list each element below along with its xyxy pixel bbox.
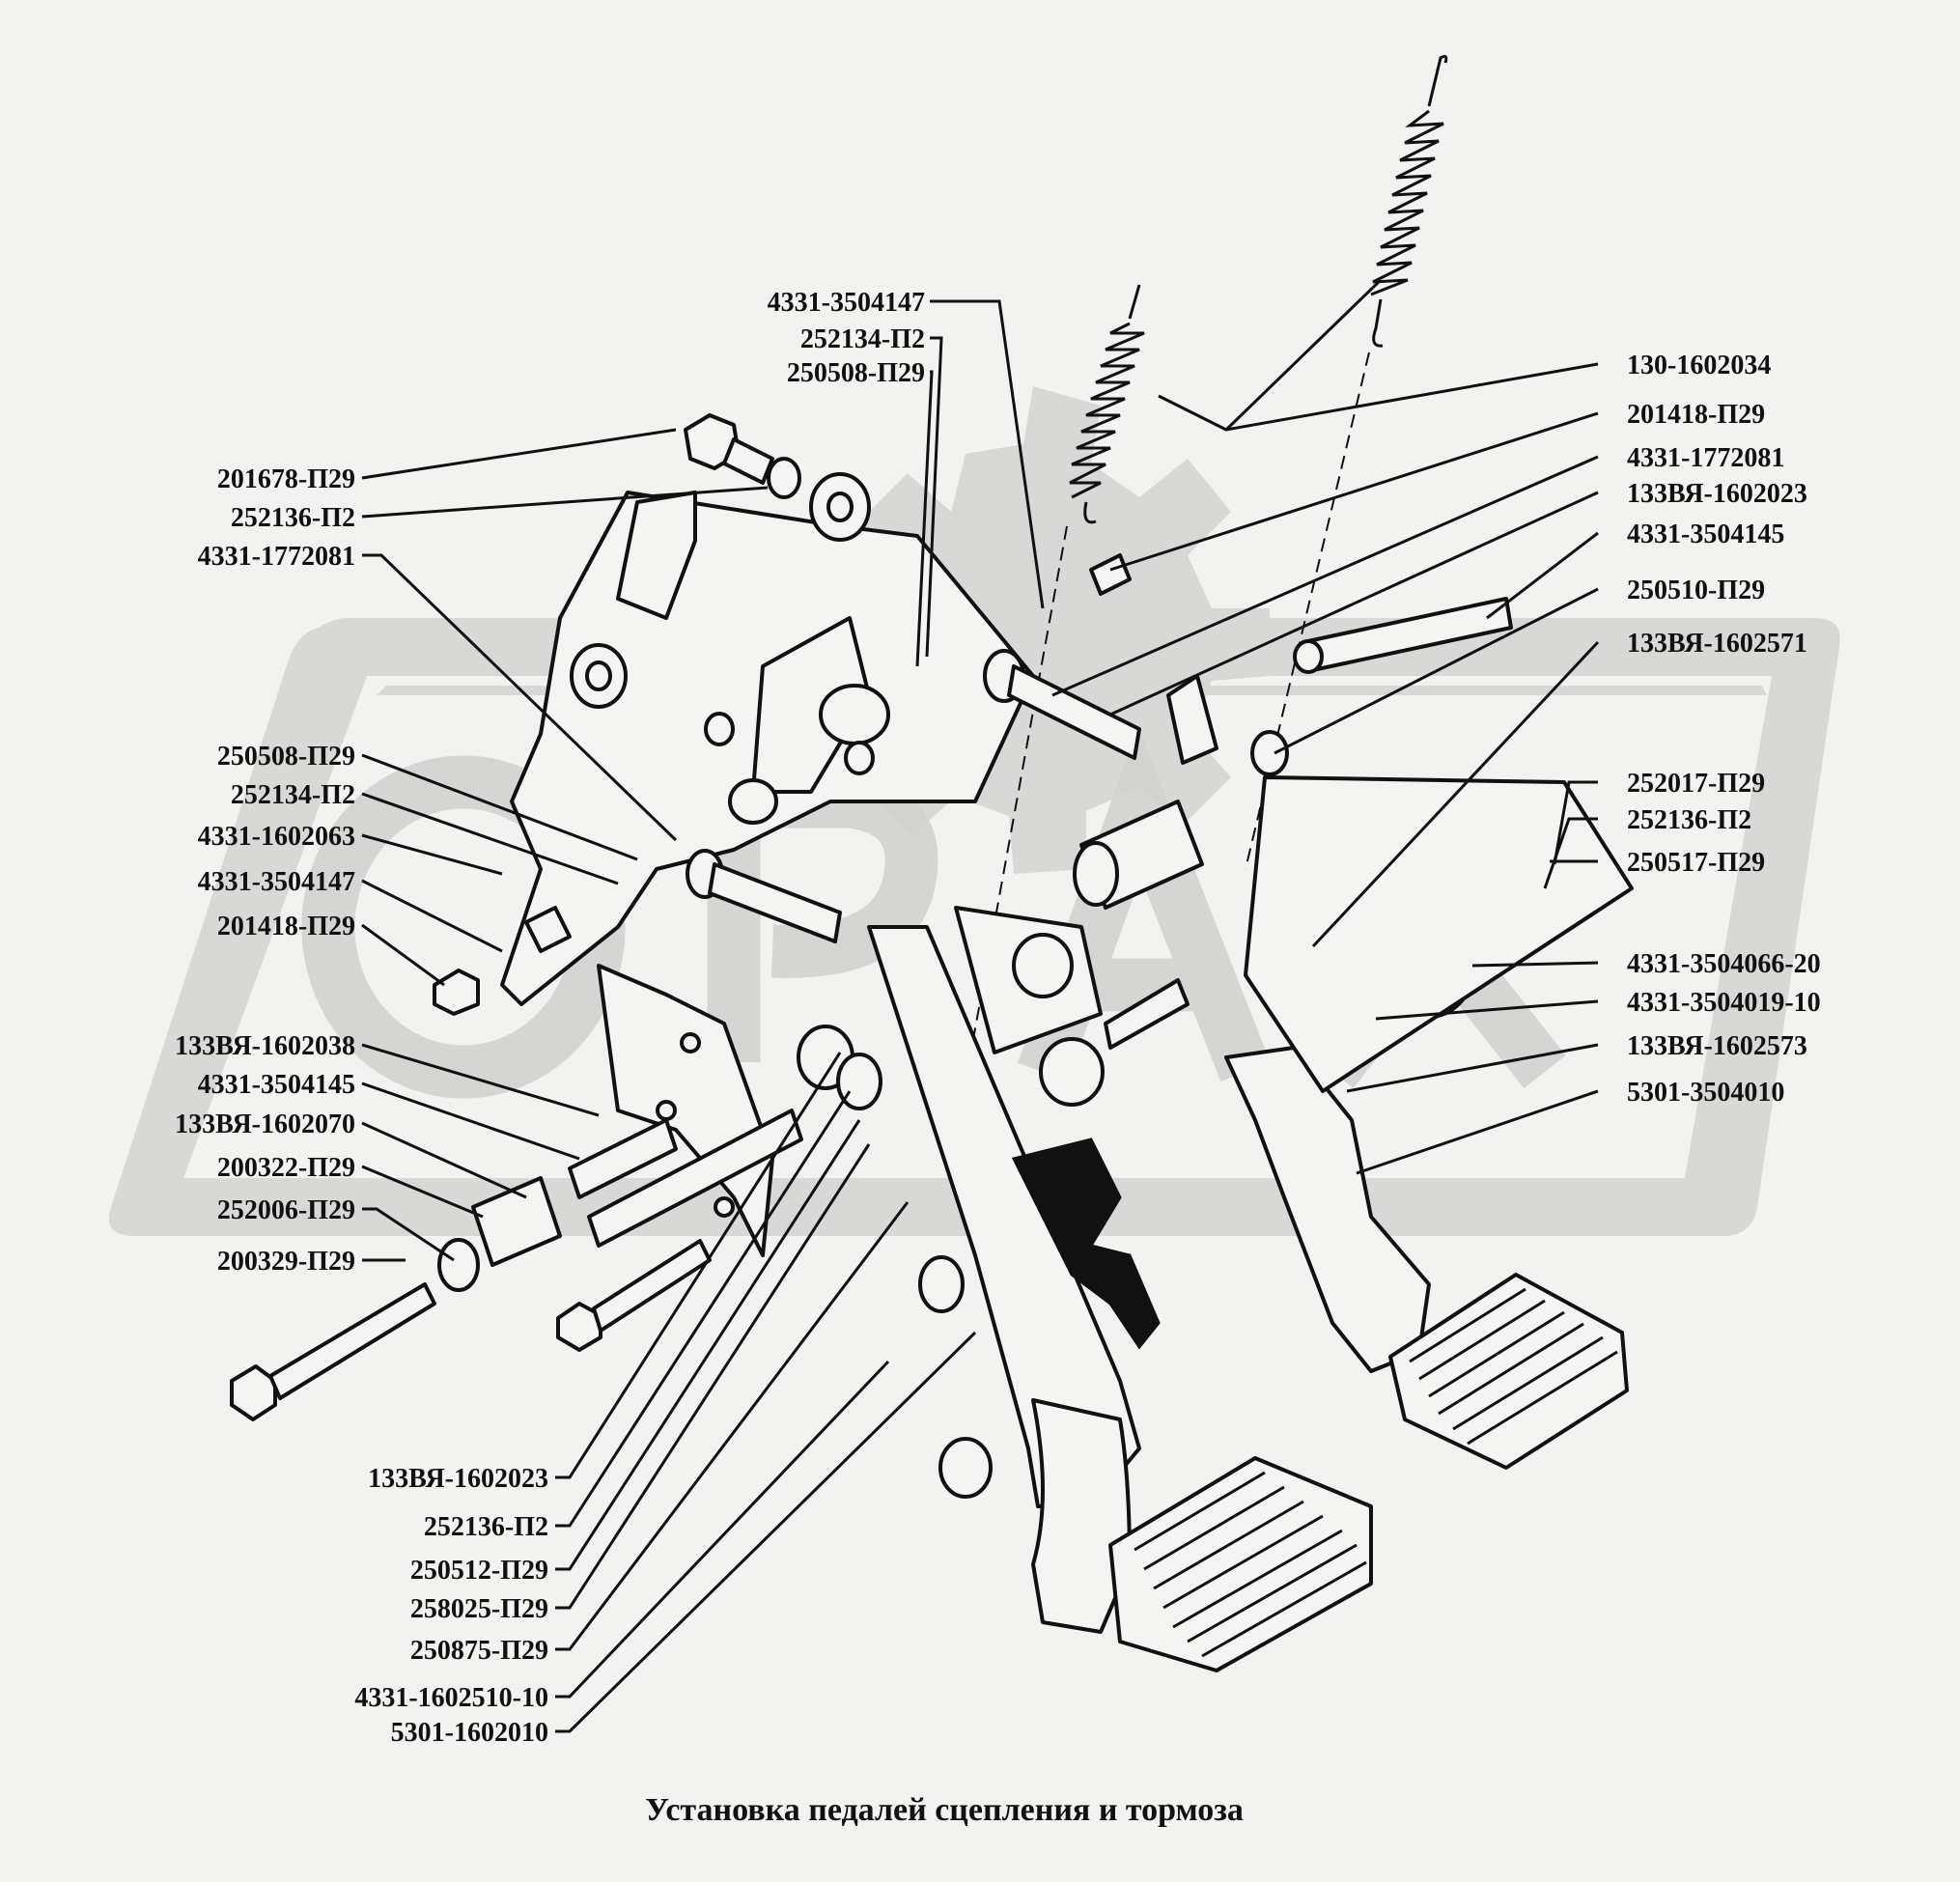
callout-right-252136-p2: 252136-П2 xyxy=(1627,805,1751,835)
callouts-top: 4331-3504147 252134-П2 250508-П29 xyxy=(768,288,925,388)
callout-5301-3504010: 5301-3504010 xyxy=(1627,1078,1784,1108)
brake-pedal-pad-ribs xyxy=(1409,1287,1618,1446)
callout-4331-1602510-10: 4331-1602510-10 xyxy=(354,1683,548,1713)
callout-133vya-1602038: 133ВЯ-1602038 xyxy=(175,1031,355,1061)
bracket-boss-left-hole xyxy=(585,660,612,691)
callout-4331-3504145: 4331-3504145 xyxy=(198,1070,355,1100)
spring-phantom-line-right xyxy=(1245,351,1370,870)
link-boss xyxy=(1039,1037,1105,1107)
diagram-caption: Установка педалей сцепления и тормоза xyxy=(645,1792,1244,1828)
callout-130-1602034: 130-1602034 xyxy=(1627,351,1771,380)
callout-right-4331-3504145: 4331-3504145 xyxy=(1627,520,1784,549)
callout-250517-p29: 250517-П29 xyxy=(1627,848,1765,878)
washer-right-top xyxy=(1250,730,1289,776)
watermark-letter-r xyxy=(707,774,938,1062)
callout-250512-p29: 250512-П29 xyxy=(410,1556,548,1586)
leader-lines xyxy=(361,278,1600,1733)
callout-right-4331-1772081: 4331-1772081 xyxy=(1627,443,1784,473)
callout-200329-p29: 200329-П29 xyxy=(217,1247,355,1277)
bolt-long-lower-left xyxy=(230,1238,480,1421)
callout-201678-p29: 201678-П29 xyxy=(217,464,355,494)
callout-258025-p29: 258025-П29 xyxy=(410,1594,548,1624)
bolt-top-left xyxy=(684,413,801,499)
callout-4331-1772081: 4331-1772081 xyxy=(198,542,355,572)
pedal-shaft-pin-end xyxy=(1293,639,1324,674)
bracket-upper-flange xyxy=(616,491,697,620)
callout-250510-p29: 250510-П29 xyxy=(1627,576,1765,605)
parts xyxy=(230,54,1634,1672)
bolt-lower-middle xyxy=(556,1239,712,1352)
callouts-bottom: 133ВЯ-1602023 252136-П2 250512-П29 25802… xyxy=(354,1464,548,1748)
shaft-left xyxy=(568,1118,678,1199)
callout-bottom-133vya-1602023: 133ВЯ-1602023 xyxy=(368,1464,548,1494)
adjust-rod xyxy=(1104,978,1190,1050)
callout-right-133vya-1602023: 133ВЯ-1602023 xyxy=(1627,479,1807,509)
return-spring-right xyxy=(1370,54,1448,348)
bolt-left-middle xyxy=(686,849,842,943)
bracket-hole-small xyxy=(844,741,875,775)
bracket-boss-top-hole xyxy=(826,492,854,522)
callouts-left: 201678-П29 252136-П2 4331-1772081 250508… xyxy=(175,464,355,1277)
bracket-hole-mid xyxy=(728,778,778,825)
callout-252006-p29: 252006-П29 xyxy=(217,1195,355,1225)
callout-200322-p29: 200322-П29 xyxy=(217,1153,355,1183)
clutch-lever-hole-upper xyxy=(918,1255,965,1313)
callout-4331-3504147: 4331-3504147 xyxy=(198,867,355,897)
callout-top-252134-p2: 252134-П2 xyxy=(800,324,925,354)
bushing-left xyxy=(471,1176,562,1267)
link-nut xyxy=(1012,933,1074,998)
callout-bottom-252136-p2: 252136-П2 xyxy=(424,1512,548,1542)
callout-right-201418-p29: 201418-П29 xyxy=(1627,400,1765,430)
bolt-center-long xyxy=(983,649,1141,760)
brake-pedal-bracket xyxy=(1244,775,1634,1093)
callout-201418-p29: 201418-П29 xyxy=(217,912,355,941)
spring-hook-plate xyxy=(1166,674,1218,765)
callout-top-250508-p29: 250508-П29 xyxy=(787,358,925,388)
callout-4331-3504019-10: 4331-3504019-10 xyxy=(1627,988,1821,1018)
callout-5301-1602010: 5301-1602010 xyxy=(391,1718,548,1748)
clutch-lever-hole xyxy=(938,1437,993,1499)
small-bolt-top xyxy=(1089,553,1132,596)
shaft-left-long xyxy=(587,1109,803,1248)
clutch-pedal-pad-ribs xyxy=(1134,1471,1367,1658)
clutch-pedal-arm-lower xyxy=(1031,1398,1132,1634)
callout-252017-p29: 252017-П29 xyxy=(1627,769,1765,799)
callouts-right: 130-1602034 201418-П29 4331-1772081 133В… xyxy=(1627,351,1821,1108)
callout-250875-p29: 250875-П29 xyxy=(410,1636,548,1666)
rubber-boot xyxy=(1011,1138,1161,1350)
callout-252134-p2: 252134-П2 xyxy=(231,780,355,810)
callout-133vya-1602070: 133ВЯ-1602070 xyxy=(175,1110,355,1139)
bushing-right-end xyxy=(1073,841,1119,907)
bracket-side-plate xyxy=(751,616,871,794)
small-bolt-left xyxy=(433,906,572,1016)
plate-hole-3 xyxy=(714,1196,735,1218)
bracket-window xyxy=(819,684,890,745)
return-spring-left xyxy=(1069,284,1145,524)
callout-133vya-1602571: 133ВЯ-1602571 xyxy=(1627,629,1807,659)
callout-top-4331-3504147: 4331-3504147 xyxy=(768,288,925,318)
callout-250508-p29: 250508-П29 xyxy=(217,742,355,772)
plate-hole-2 xyxy=(656,1100,677,1121)
bracket-hole-left xyxy=(704,712,735,746)
callout-252136-p2: 252136-П2 xyxy=(231,503,355,533)
callout-4331-3504066-20: 4331-3504066-20 xyxy=(1627,949,1821,979)
plate-hole-1 xyxy=(680,1032,701,1053)
lower-plate xyxy=(597,964,774,1257)
callout-133vya-1602573: 133ВЯ-1602573 xyxy=(1627,1031,1807,1061)
callout-4331-1602063: 4331-1602063 xyxy=(198,822,355,852)
